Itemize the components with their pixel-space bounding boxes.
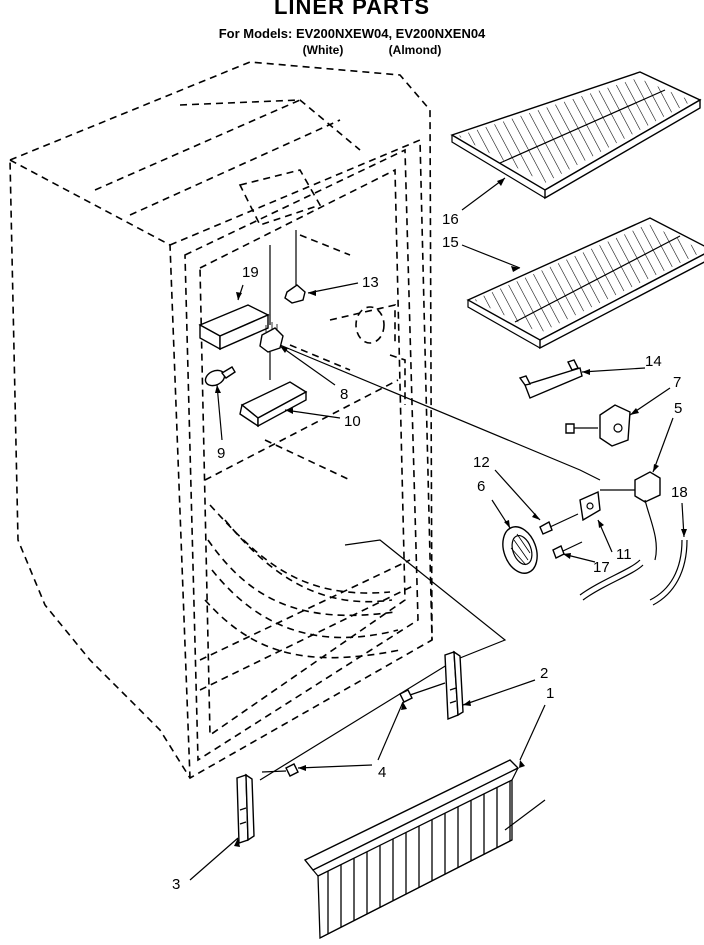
callout-16: 16 [442, 211, 459, 228]
callout-12: 12 [473, 454, 490, 471]
screw-12 [539, 513, 579, 535]
callout-labels: 1 2 3 4 5 6 7 8 9 10 11 12 13 14 15 16 1… [172, 211, 688, 893]
screw-4a [399, 682, 446, 703]
bracket-14 [518, 359, 583, 399]
callout-1: 1 [546, 685, 554, 702]
screw-4b [261, 763, 299, 777]
bulb-9 [204, 366, 236, 387]
cabinet-outline [9, 61, 433, 780]
callout-2: 2 [540, 665, 548, 682]
bracket-2 [444, 650, 464, 721]
clip-13 [284, 230, 306, 304]
variants-line: (White) (Almond) [0, 43, 704, 57]
grille-1 [303, 759, 520, 940]
shelf-15 [466, 217, 704, 350]
socket-8 [259, 245, 284, 380]
page-title: LINER PARTS [273, 0, 431, 19]
callout-11: 11 [616, 546, 632, 563]
callout-14: 14 [645, 353, 662, 370]
light-housing-19 [198, 304, 270, 351]
leader-arrowheads [215, 178, 687, 847]
wiring [259, 344, 601, 831]
callout-17: 17 [593, 559, 610, 576]
callout-4: 4 [378, 764, 386, 781]
knob-6 [502, 526, 538, 574]
callout-19: 19 [242, 264, 259, 281]
models-line: For Models: EV200NXEW04, EV200NXEN04 [218, 26, 486, 41]
variant-almond: (Almond) [388, 43, 442, 57]
callout-13: 13 [362, 274, 379, 291]
callout-3: 3 [172, 876, 180, 893]
control-plate-11 [579, 490, 601, 522]
shelf-16 [450, 71, 702, 200]
switch-bracket-7 [565, 404, 631, 447]
callout-9: 9 [217, 445, 225, 462]
callout-10: 10 [344, 413, 361, 430]
cord-18 [649, 539, 688, 606]
variant-white: (White) [302, 43, 344, 57]
control-5 [600, 471, 661, 503]
bracket-3 [236, 773, 255, 844]
callout-5: 5 [674, 400, 682, 417]
sensor-tube [579, 499, 657, 601]
shield-10 [239, 381, 308, 428]
callout-8: 8 [340, 386, 348, 403]
callout-15: 15 [442, 234, 459, 251]
callout-7: 7 [673, 374, 681, 391]
callout-6: 6 [477, 478, 485, 495]
callout-18: 18 [671, 484, 688, 501]
